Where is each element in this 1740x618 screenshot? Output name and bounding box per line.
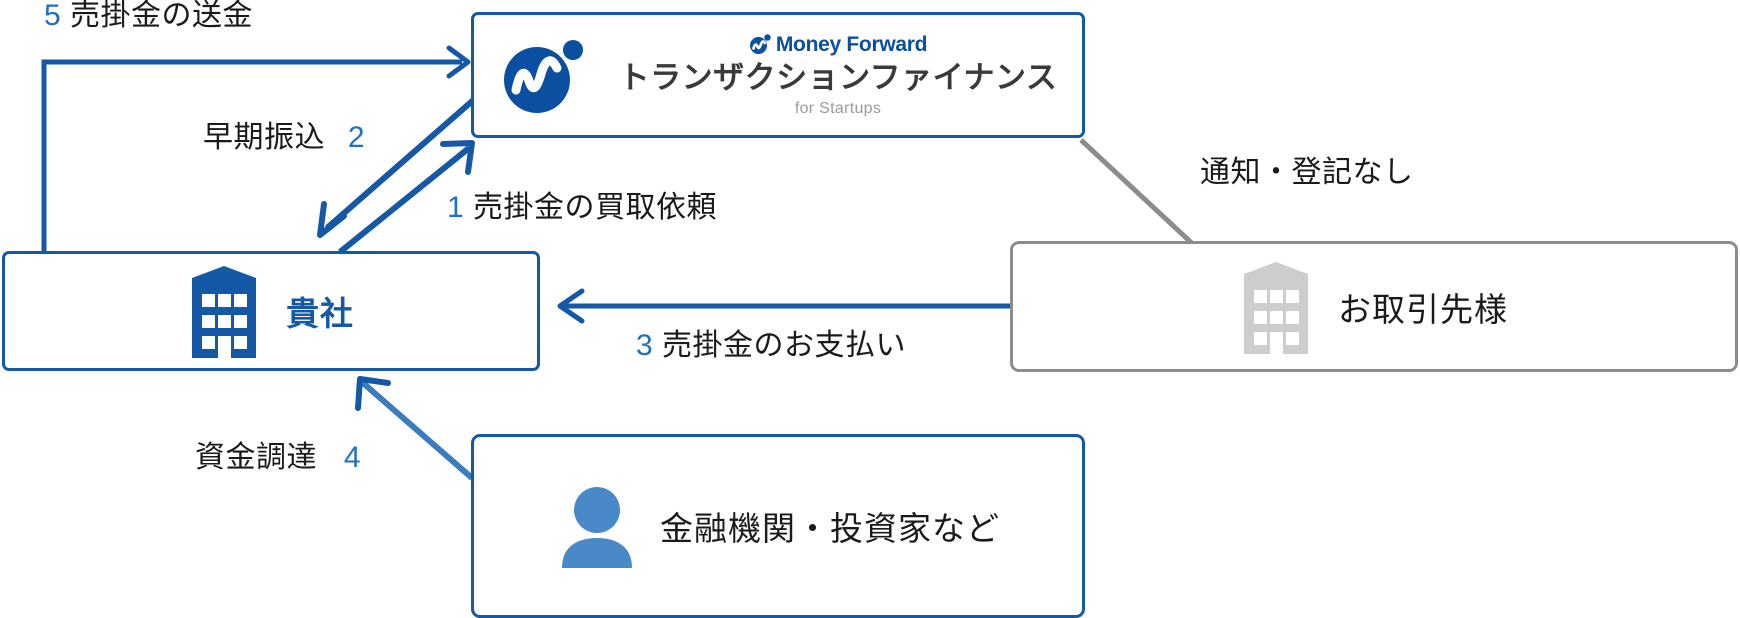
money-forward-mark-icon [749,33,771,55]
edge-label-2-number: 2 [347,121,366,154]
node-financial-institution[interactable]: 金融機関・投資家など [471,434,1085,618]
edge-label-1-number: 1 [447,191,465,224]
node-your-company-label: 貴社 [286,295,354,332]
edge-label-5-number: 5 [44,0,62,32]
edge-label-4-text: 資金調達 [195,441,317,474]
edge-3-payment [557,288,1010,324]
node-financial-institution-label: 金融機関・投資家など [660,510,1000,547]
edge-no-notice-line [1079,138,1198,249]
edge-label-3: 3 売掛金のお支払い [636,331,906,361]
edge-label-4-number: 4 [343,441,362,474]
node-money-forward[interactable]: Money Forward トランザクションファイナンス for Startup… [471,12,1085,138]
edge-label-5-text: 売掛金の送金 [70,0,254,32]
money-forward-brand-name: Money Forward [775,32,928,56]
edge-4-funding [355,376,474,481]
edge-label-2-text: 早期振込 [203,121,325,154]
money-forward-logo-icon [499,36,585,114]
node-client-label: お取引先様 [1338,290,1508,328]
edge-label-1-text: 売掛金の買取依頼 [473,191,718,224]
node-client[interactable]: お取引先様 [1010,241,1738,372]
edge-label-3-text: 売掛金のお支払い [662,329,907,362]
edge-label-2: 早期振込 2 [203,123,365,153]
person-icon [556,484,638,568]
building-icon [1240,260,1312,354]
edge-label-4: 資金調達 4 [195,443,361,473]
building-icon [188,264,260,358]
edge-label-5: 5 売掛金の送金 [44,1,253,31]
node-your-company[interactable]: 貴社 [2,251,540,371]
annotation-no-notice-text: 通知・登記なし [1200,156,1414,189]
edge-label-1: 1 売掛金の買取依頼 [447,193,717,223]
money-forward-product-name: トランザクションファイナンス [618,60,1058,95]
annotation-no-notice: 通知・登記なし [1200,158,1414,188]
money-forward-tagline: for Startups [794,100,882,117]
edge-label-3-number: 3 [636,329,654,362]
